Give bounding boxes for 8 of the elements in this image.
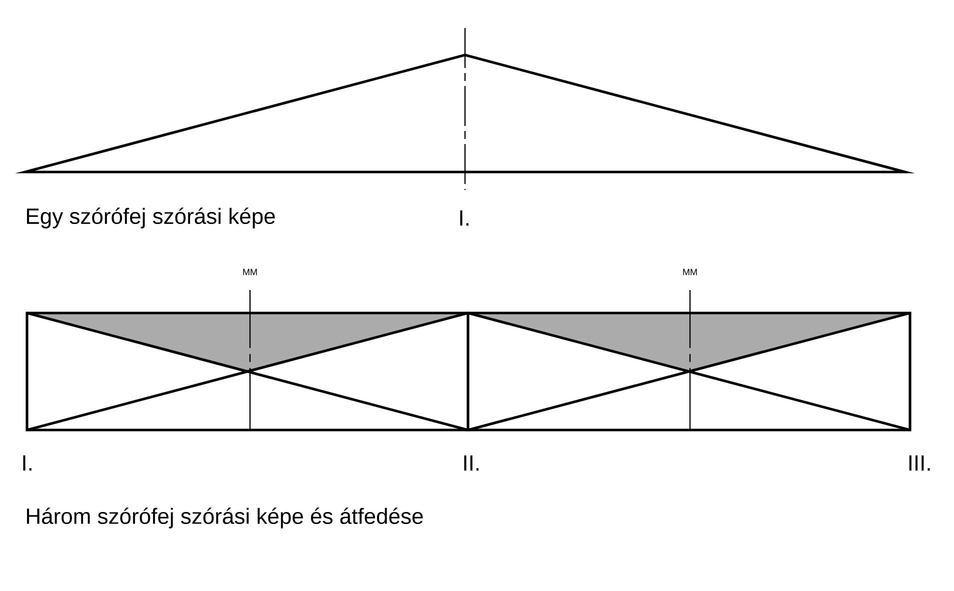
center-mark-label: MM bbox=[683, 268, 697, 276]
position-label: I. bbox=[23, 455, 32, 471]
caption-text: Három szórófej szórási képe és átfedése bbox=[27, 508, 423, 528]
caption-text: Egy szórófej szórási képe bbox=[27, 208, 275, 228]
position-label: I. bbox=[460, 210, 468, 226]
center-mark-label: MM bbox=[243, 268, 257, 276]
position-label: II. bbox=[464, 455, 479, 471]
position-label: III. bbox=[909, 455, 930, 471]
